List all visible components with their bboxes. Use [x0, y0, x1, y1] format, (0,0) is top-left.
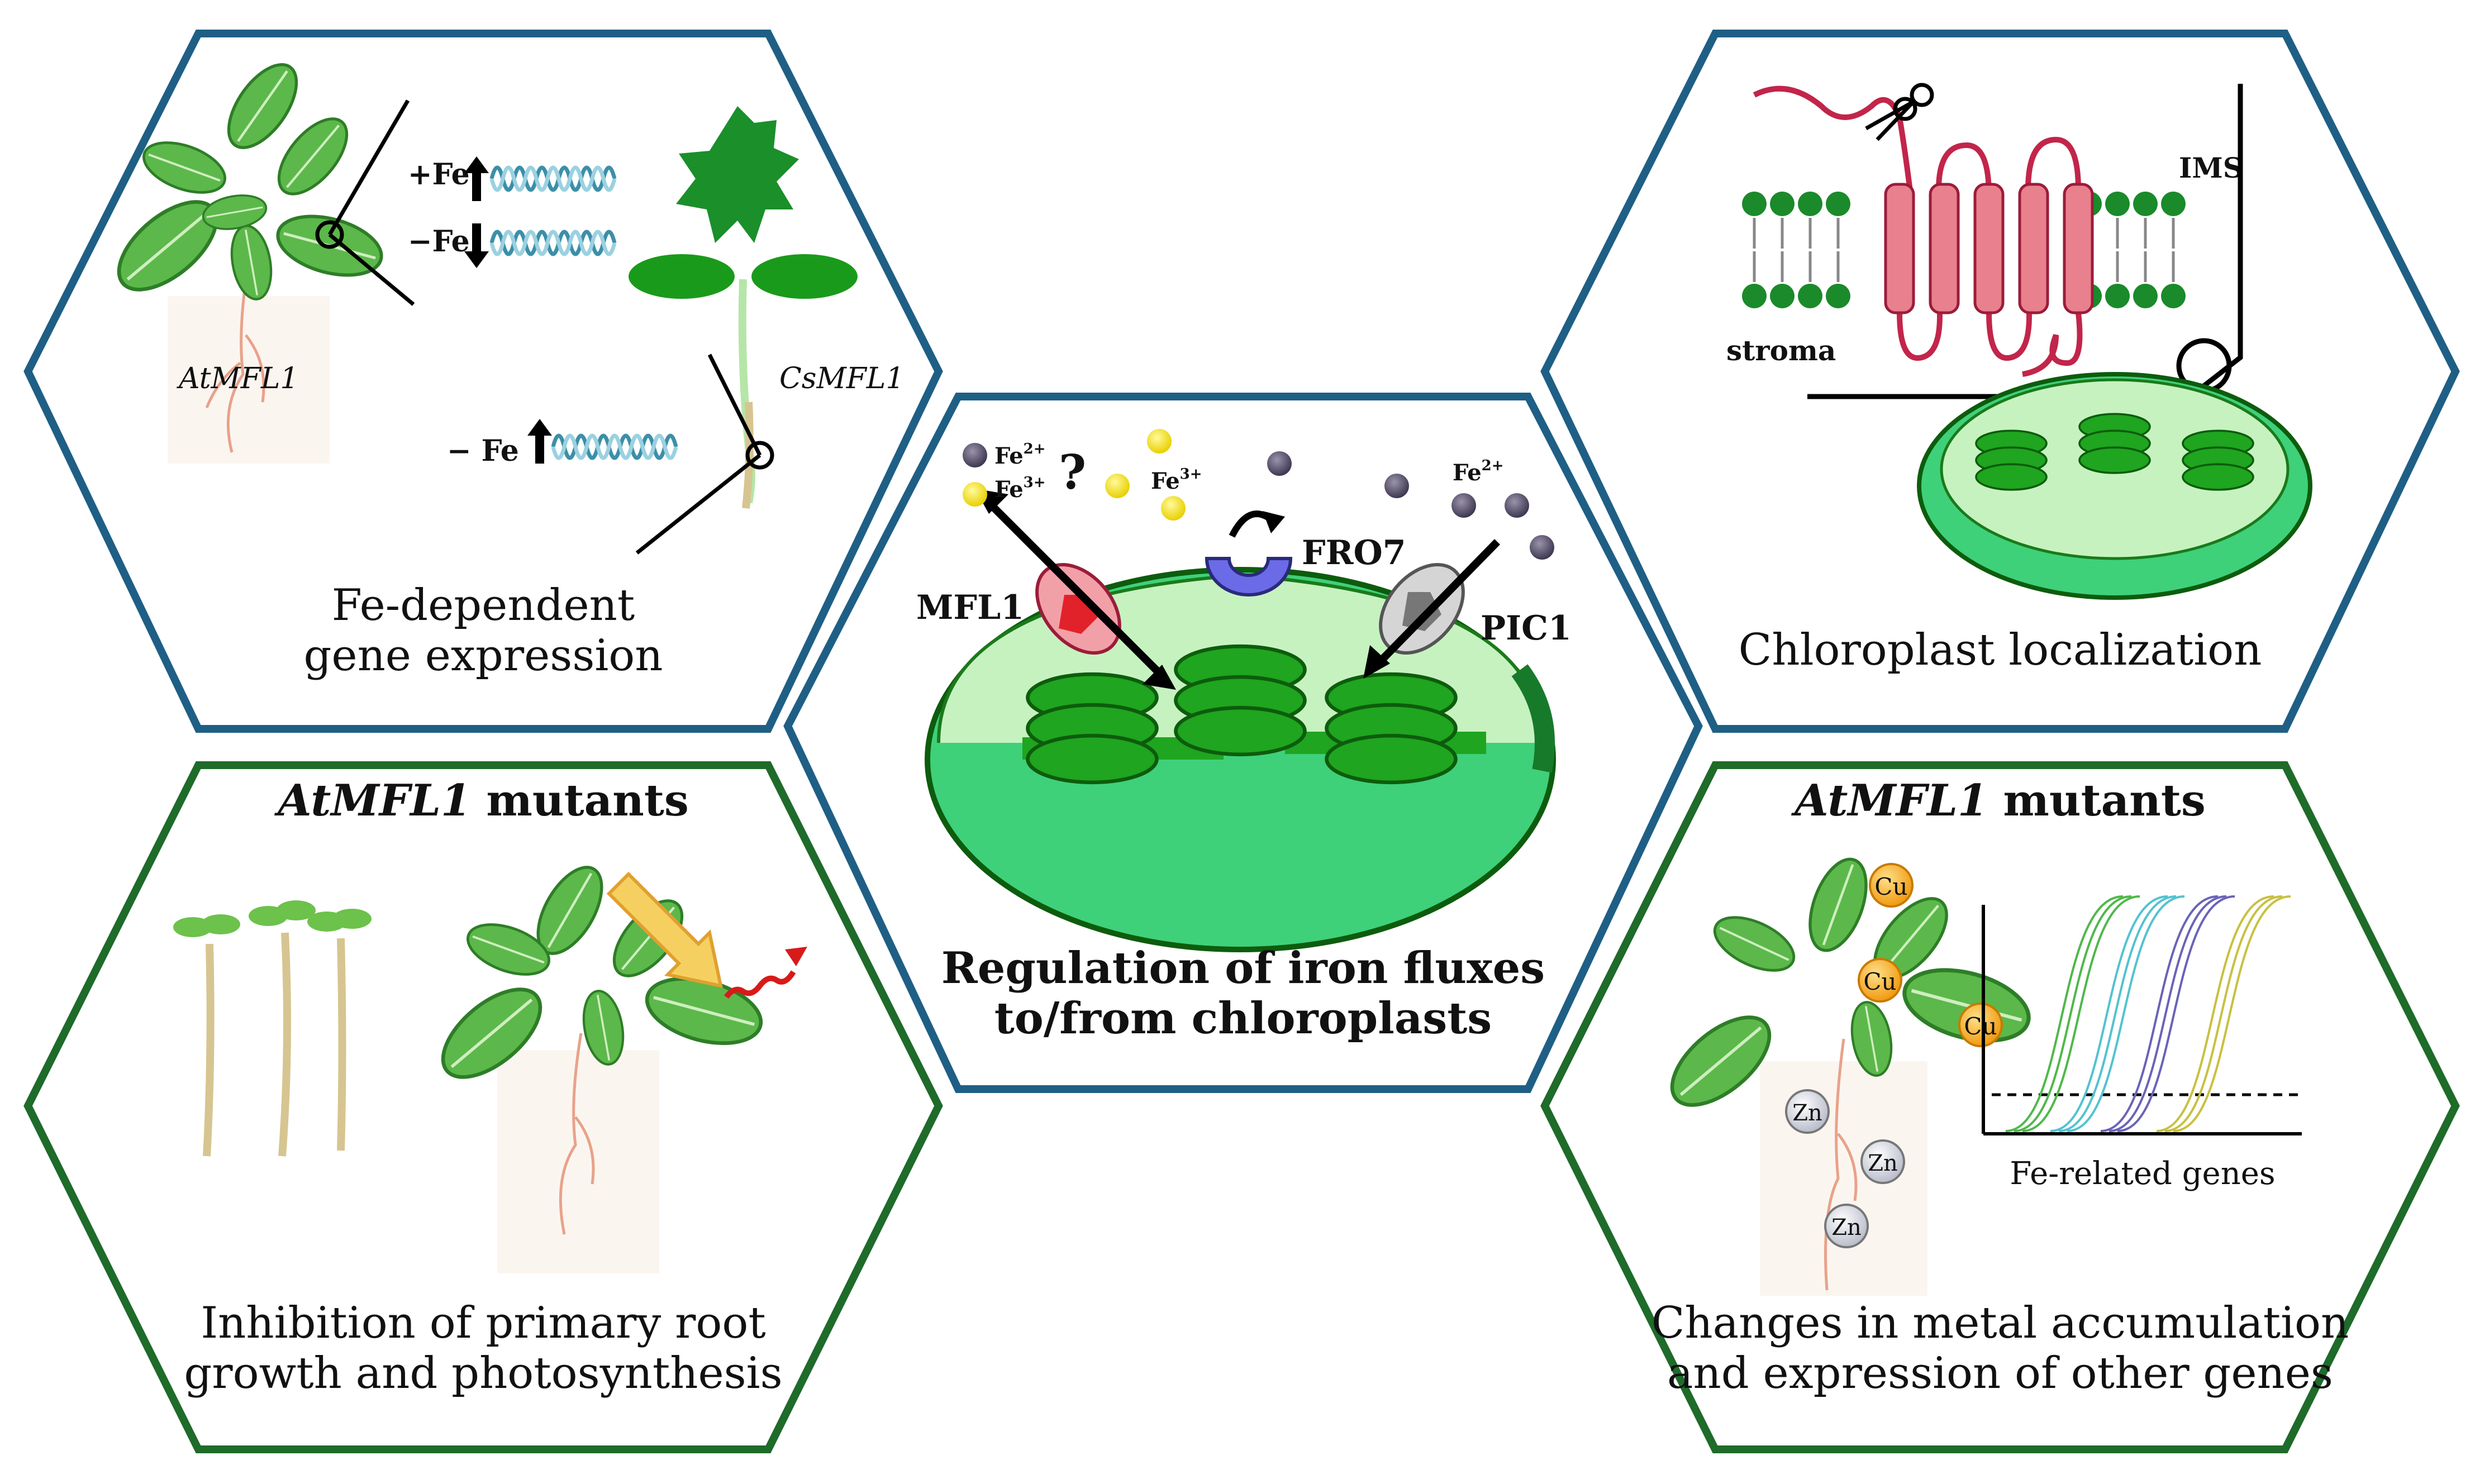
question-mark: ? — [1059, 445, 1086, 500]
fe2-ion-icon — [1530, 535, 1554, 560]
membrane-bilayer — [1742, 192, 2186, 308]
ims-label: IMS — [2179, 151, 2243, 184]
arrow-up-icon — [527, 419, 552, 464]
svg-text:Cu: Cu — [1874, 873, 1907, 900]
arrow-up-icon — [464, 156, 489, 201]
minus-fe-cs-label: − Fe — [447, 434, 519, 468]
fe3-label: Fe3+ — [994, 474, 1046, 503]
cs-mfl1-label: CsMFL1 — [779, 362, 904, 395]
svg-text:Zn: Zn — [1868, 1151, 1898, 1176]
fro7-label: FRO7 — [1302, 533, 1406, 572]
arabidopsis-plant-icon — [104, 53, 415, 464]
zn-ion-icon: Zn — [1824, 1204, 1869, 1248]
arrow-down-icon — [464, 223, 489, 268]
zn-ion-icon: Zn — [1860, 1139, 1905, 1184]
at-mfl1-label: AtMFL1 — [177, 362, 298, 395]
panel-gene-expression: AtMFL1 +Fe −Fe CsMFL1 − Fe Fe-dependent … — [23, 30, 943, 733]
fe3-ion-icon — [1105, 474, 1130, 498]
mfl1-label: MFL1 — [916, 588, 1024, 627]
graph-label: Fe-related genes — [2010, 1156, 2275, 1192]
caption-line-1: Fe-dependent — [332, 580, 635, 631]
fe2-label: Fe2+ — [994, 441, 1046, 469]
chloroplast-icon — [1917, 372, 2312, 600]
caption-line-1: Changes in metal accumulation — [1651, 1298, 2349, 1348]
stroma-label: stroma — [1726, 334, 1836, 367]
fe3-ion-icon — [1161, 496, 1186, 521]
caption: Chloroplast localization — [1739, 625, 2262, 675]
caption-line-1: Regulation of iron fluxes — [941, 943, 1545, 994]
svg-text:Zn: Zn — [1792, 1100, 1822, 1126]
fe3-label: Fe3+ — [1151, 466, 1202, 494]
svg-text:Zn: Zn — [1831, 1215, 1862, 1240]
pic1-label: PIC1 — [1481, 609, 1572, 648]
minus-fe-label: −Fe — [408, 225, 470, 259]
panel-title: AtMFL1 mutants — [1791, 775, 2206, 826]
mutant-plant-icon — [1657, 852, 2036, 1296]
svg-text:Cu: Cu — [1863, 968, 1896, 995]
fe2-ion-icon — [1451, 493, 1476, 518]
highlight-arrow-icon — [606, 871, 723, 988]
fe2-ion-icon — [1384, 474, 1409, 498]
fe2-label: Fe2+ — [1453, 457, 1504, 486]
pic1-arrow — [1371, 539, 1501, 670]
fe3-ion-icon — [1147, 429, 1172, 454]
fe2-ion-icon — [1505, 493, 1529, 518]
panel-title: AtMFL1 mutants — [274, 775, 689, 826]
caption-line-1: Inhibition of primary root — [201, 1298, 765, 1348]
caption-line-2: to/from chloroplasts — [994, 993, 1492, 1044]
mfl1-transporter-icon — [1035, 563, 1121, 655]
fe3-ion-icon — [963, 482, 987, 507]
panel-mutants-left: AtMFL1 mutants Inhibition of primary roo… — [23, 761, 943, 1453]
fe2-ion-icon — [1267, 451, 1292, 476]
panel-mutants-right: AtMFL1 mutants Cu Cu Cu Zn — [1540, 761, 2460, 1453]
plus-fe-label: +Fe — [408, 158, 470, 192]
panel-localization: IMS stroma Chloroplast localization — [1540, 30, 2460, 733]
svg-text:Cu: Cu — [1964, 1013, 1997, 1040]
caption-line-2: gene expression — [303, 631, 663, 681]
mutant-plant-icon — [428, 857, 768, 1273]
seedlings-icon — [173, 900, 372, 1157]
mfl1-arrow — [983, 497, 1168, 681]
cu-ion-icon: Cu — [1869, 863, 1914, 908]
scissors-icon — [1865, 83, 1934, 141]
caption-line-2: and expression of other genes — [1667, 1348, 2333, 1399]
zn-ion-icon: Zn — [1785, 1089, 1830, 1134]
expression-curves-graph — [1982, 895, 2302, 1135]
cu-ion-icon: Cu — [1958, 1003, 2003, 1047]
caption-line-2: growth and photosynthesis — [184, 1348, 782, 1399]
signal-arrow-icon — [724, 970, 796, 999]
fro7-icon — [1205, 510, 1293, 597]
cucumber-plant-icon — [629, 106, 858, 555]
fe2-ion-icon — [963, 443, 987, 467]
cu-ion-icon: Cu — [1858, 958, 1902, 1003]
mfl1-transmembrane-protein — [1753, 85, 2094, 377]
panel-center: Fe2+ Fe3+ ? Fe3+ Fe2+ MFL1 FRO7 PIC1 Reg… — [783, 393, 1703, 1093]
